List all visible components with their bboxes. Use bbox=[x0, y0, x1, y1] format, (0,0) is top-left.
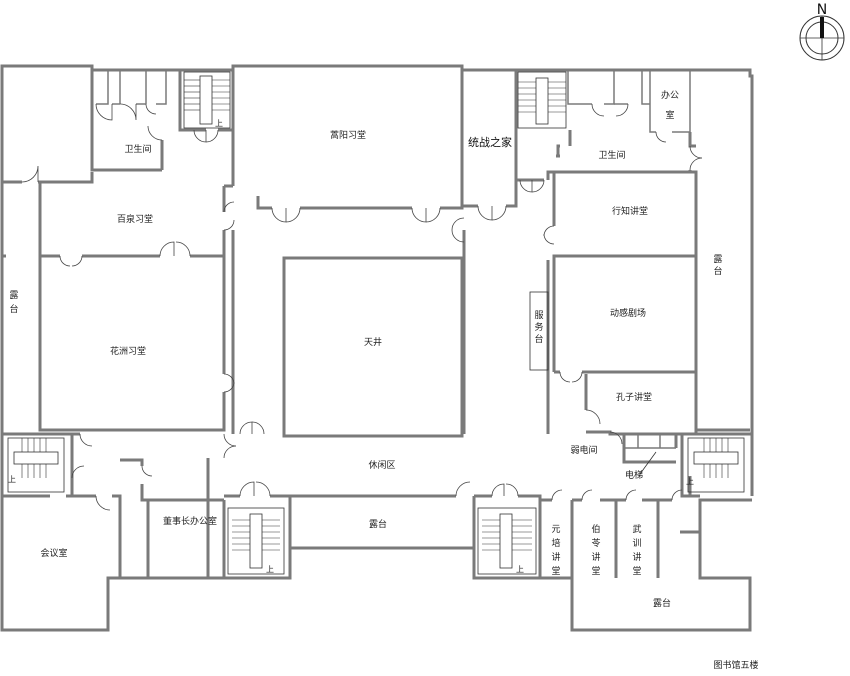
room-dongshi: 董事长办公室 bbox=[163, 515, 217, 527]
room-yuanpei-1: 元 bbox=[551, 525, 560, 535]
terrace-right-1: 露 bbox=[713, 254, 722, 265]
room-boling-2: 苓 bbox=[591, 537, 600, 549]
stair-right-lower: 上 bbox=[477, 507, 537, 575]
room-labels: 蒿阳习堂 统战之家 卫生间 卫生间 办公 室 百泉习堂 行知讲堂 露 台 露 台… bbox=[9, 89, 722, 609]
stair-up-label-left: 上 bbox=[8, 475, 16, 484]
room-office-2: 室 bbox=[665, 109, 674, 121]
service-desk-3: 台 bbox=[534, 333, 543, 345]
terrace-left-2: 台 bbox=[9, 303, 18, 315]
room-boling-4: 堂 bbox=[591, 565, 600, 577]
room-wuxun-4: 堂 bbox=[632, 565, 641, 577]
stair-up-label-center: 上 bbox=[266, 565, 274, 574]
room-tongzhan: 统战之家 bbox=[468, 135, 512, 149]
service-desk-1: 服 bbox=[534, 310, 543, 321]
stair-up-label: 上 bbox=[215, 119, 223, 128]
terrace-right-2: 台 bbox=[713, 265, 722, 277]
room-haoyang: 蒿阳习堂 bbox=[330, 129, 366, 141]
room-wuxun-1: 武 bbox=[632, 523, 641, 535]
stair-up-label-right-side: 上 bbox=[686, 477, 694, 486]
room-wuxun-2: 训 bbox=[632, 538, 641, 549]
stair-top-right bbox=[517, 71, 567, 129]
atrium-walls bbox=[282, 256, 464, 438]
stair-up-label-right: 上 bbox=[516, 565, 524, 574]
service-counter-box bbox=[529, 291, 549, 371]
terrace-bottom: 露台 bbox=[653, 597, 671, 609]
doors bbox=[21, 103, 703, 511]
compass-north-label: N bbox=[817, 2, 827, 18]
compass: N bbox=[799, 2, 845, 61]
terrace-left-1: 露 bbox=[9, 290, 18, 301]
area-xiuxian: 休闲区 bbox=[368, 459, 395, 471]
interior-walls bbox=[2, 66, 752, 578]
room-kongzi: 孔子讲堂 bbox=[616, 391, 652, 403]
room-dianti: 电梯 bbox=[625, 469, 643, 481]
service-desk-2: 务 bbox=[534, 321, 543, 333]
room-wuxun-3: 讲 bbox=[632, 551, 641, 563]
stair-right-side: 上 bbox=[686, 437, 745, 493]
room-boling-3: 讲 bbox=[591, 551, 600, 563]
room-restroom-left: 卫生间 bbox=[124, 143, 151, 155]
stair-left: 上 bbox=[7, 437, 65, 493]
room-ruodian: 弱电间 bbox=[570, 444, 597, 456]
room-tianjing: 天井 bbox=[364, 336, 382, 348]
stair-center-lower: 上 bbox=[227, 507, 285, 575]
plan-caption: 图书馆五楼 bbox=[713, 659, 758, 671]
stair-top-left: 上 bbox=[183, 71, 231, 129]
terrace-center: 露台 bbox=[369, 518, 387, 530]
stairs: 上 bbox=[7, 71, 745, 575]
room-restroom-right: 卫生间 bbox=[598, 149, 625, 161]
room-yuanpei-2: 培 bbox=[551, 537, 560, 549]
room-baiquan: 百泉习堂 bbox=[117, 213, 153, 225]
room-yuanpei-4: 堂 bbox=[551, 565, 560, 577]
room-huazhou: 花洲习堂 bbox=[110, 345, 146, 357]
room-dongan: 动感剧场 bbox=[610, 307, 646, 319]
room-yuanpei-3: 讲 bbox=[551, 551, 560, 563]
room-xingzhi: 行知讲堂 bbox=[612, 205, 648, 217]
room-huiyi: 会议室 bbox=[40, 547, 67, 559]
room-office-1: 办公 bbox=[661, 89, 679, 101]
room-boling-1: 伯 bbox=[591, 523, 600, 535]
outer-walls bbox=[0, 64, 754, 632]
